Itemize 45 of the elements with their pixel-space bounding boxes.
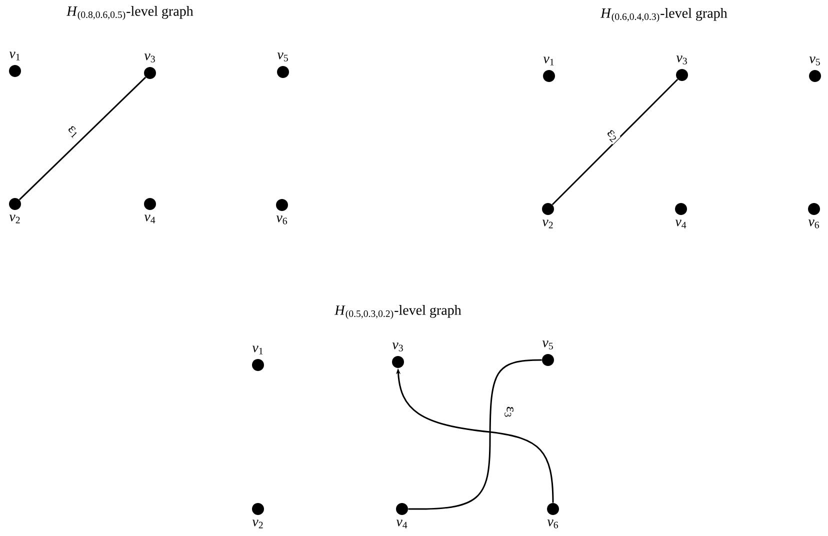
vertex-dot (542, 203, 554, 215)
edge-label: ε$_{1}$ (64, 124, 82, 140)
vertex-dot (252, 503, 264, 515)
vertex-dot (809, 70, 821, 82)
vertex-dot (675, 203, 687, 215)
vertex-dot (9, 65, 21, 77)
graph-title: H$_{(0.6,0.4,0.3)}$-level graph (600, 8, 728, 22)
vertex-dot (547, 503, 559, 515)
edge-label: ε$_{3}$ (504, 405, 514, 419)
vertex-label: v$_{6}$ (547, 520, 558, 528)
graph-title: H$_{(0.5,0.3,0.2)}$-level graph (334, 305, 462, 319)
vertex-label: v$_{3}$ (392, 342, 403, 352)
vertex-label: v$_{1}$ (252, 346, 263, 354)
vertex-dot (808, 203, 820, 215)
edge-label: ε$_{2}$ (604, 128, 620, 144)
edge-line (408, 359, 542, 510)
vertex-label: v$_{3}$ (676, 56, 687, 64)
edge-line (18, 76, 146, 200)
vertex-label: v$_{2}$ (252, 520, 263, 528)
vertex-label: v$_{5}$ (277, 52, 288, 62)
vertex-label: v$_{4}$ (396, 520, 408, 528)
vertex-dot (676, 69, 688, 81)
vertex-label: v$_{1}$ (9, 52, 20, 60)
vertex-dot (252, 359, 264, 371)
vertex-dot (144, 67, 156, 79)
vertex-dot (543, 70, 555, 82)
vertex-dot (276, 199, 288, 211)
vertex-label: v$_{5}$ (809, 56, 820, 66)
edge-line (552, 78, 678, 206)
vertex-label: v$_{1}$ (543, 56, 554, 66)
vertex-label: v$_{6}$ (276, 216, 288, 224)
vertex-label: v$_{2}$ (9, 214, 20, 224)
vertex-label: v$_{2}$ (542, 220, 553, 228)
vertex-label: v$_{6}$ (808, 220, 820, 228)
vertex-dot (396, 503, 408, 515)
graph-title: H$_{(0.8,0.6,0.5)}$-level graph (66, 6, 194, 20)
vertex-label: v$_{3}$ (144, 54, 155, 62)
vertex-dot (392, 356, 404, 368)
vertex-label: v$_{4}$ (144, 214, 156, 224)
vertex-label: v$_{5}$ (542, 340, 553, 350)
vertex-dot (542, 354, 554, 366)
vertex-dot (144, 198, 156, 210)
vertex-dot (277, 66, 289, 78)
vertex-dot (9, 198, 21, 210)
vertex-label: v$_{4}$ (675, 220, 686, 228)
